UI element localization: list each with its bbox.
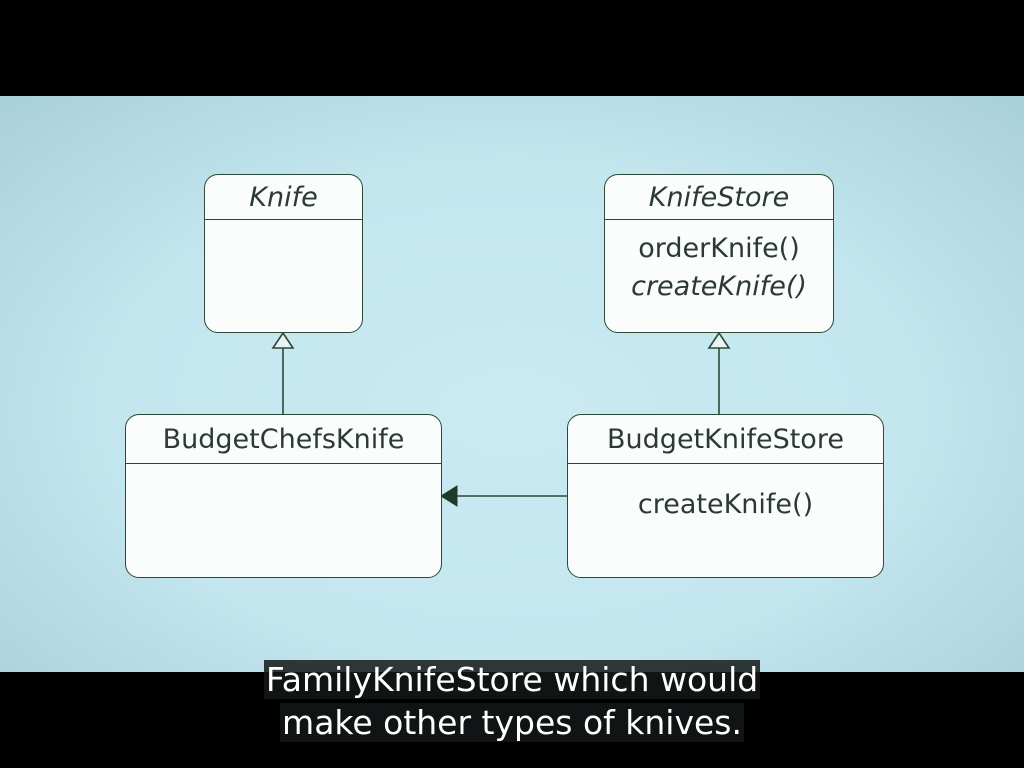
caption-line-1: FamilyKnifeStore which would (263, 660, 761, 699)
association-arrowhead (440, 485, 458, 507)
class-knifestore-name: KnifeStore (605, 175, 833, 220)
operation-createknife-abstract: createKnife() (631, 271, 807, 302)
inheritance-arrowhead-knifestore (707, 331, 731, 349)
class-budgetknifestore-operations: createKnife() (568, 464, 883, 524)
class-knife: Knife (204, 174, 363, 333)
operation-orderknife: orderKnife() (638, 233, 800, 264)
diagram-canvas: Knife KnifeStore orderKnife() createKnif… (0, 96, 1024, 672)
subtitle-caption: FamilyKnifeStore which would make other … (0, 658, 1024, 744)
inheritance-arrowhead-knife (271, 331, 295, 349)
class-knife-name: Knife (205, 175, 362, 220)
class-knifestore: KnifeStore orderKnife() createKnife() (604, 174, 834, 333)
operation-createknife: createKnife() (637, 489, 814, 520)
class-budgetchefsknife-name: BudgetChefsKnife (126, 415, 441, 464)
class-budgetknifestore-name: BudgetKnifeStore (568, 415, 883, 464)
caption-line-2: make other types of knives. (280, 703, 744, 742)
relationship-layer (271, 331, 731, 507)
class-budgetknifestore: BudgetKnifeStore createKnife() (567, 414, 884, 578)
class-budgetchefsknife: BudgetChefsKnife (125, 414, 442, 578)
class-knifestore-operations: orderKnife() createKnife() (605, 220, 833, 306)
